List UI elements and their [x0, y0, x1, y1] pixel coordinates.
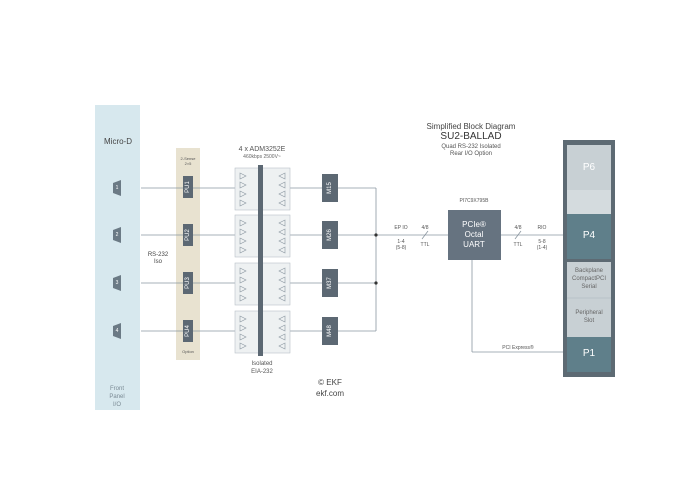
micro-d-connector-1-icon [113, 180, 121, 196]
channel-lines [141, 187, 566, 353]
port-number-2: 2 [115, 232, 119, 238]
slot-p1: P1 [582, 348, 596, 359]
bus-right-label: RIO [537, 225, 547, 231]
website: ekf.com [315, 389, 345, 398]
bus-left-level: TTL [420, 242, 430, 248]
jumper-pu4: PU4 [183, 320, 193, 342]
uart-label-2: Octal [464, 230, 484, 239]
bus-left-sub-1: 1-4 [397, 239, 405, 245]
pcie-label: PCI Express® [502, 345, 534, 351]
backplane-text-3: Serial [581, 284, 597, 290]
backplane-text-5: Slot [583, 318, 595, 324]
port-number-4: 4 [115, 328, 119, 334]
transceiver-footer-1: Isolated [251, 361, 273, 367]
uart-label-1: PCIe® [462, 220, 486, 229]
backplane-text-4: Peripheral [575, 310, 603, 316]
transceiver-header: 4 x ADM3252E [238, 146, 286, 153]
micro-d-connector-2-icon [113, 227, 121, 243]
transceiver-block-3 [234, 260, 291, 308]
title-product: SU2-BALLAD [440, 131, 502, 142]
module-m48: M48 [322, 317, 338, 345]
bus-right-level: TTL [513, 242, 523, 248]
transceiver-footer-2: EIA-232 [251, 369, 273, 375]
jumper-pu3: PU3 [183, 272, 193, 294]
bus-right-width: 4/8 [514, 225, 522, 231]
front-panel-footer-1: Front [109, 386, 125, 392]
module-m37: M37 [322, 269, 338, 297]
uart-label-3: UART [463, 240, 485, 249]
front-panel-footer-3: I/O [112, 402, 122, 408]
transceiver-subheader: 460kbps 2500V~ [243, 154, 281, 160]
title-line-4: Rear I/O Option [449, 151, 493, 157]
port-number-1: 1 [115, 185, 119, 191]
uart-box [448, 210, 501, 260]
backplane-text-1: Backplane [574, 268, 604, 274]
jumper-pu2: PU2 [183, 224, 193, 246]
micro-d-label: Micro-D [104, 137, 132, 146]
transceiver-block-2 [234, 212, 291, 260]
title-line-1: Simplified Block Diagram [426, 122, 516, 131]
backplane-panel [563, 140, 615, 377]
slot-p4: P4 [582, 230, 596, 241]
jumper-pu1: PU1 [183, 176, 193, 198]
option-header-1: 2-Sense [180, 156, 196, 161]
module-m26: M26 [322, 221, 338, 249]
option-footer: Option [182, 349, 194, 354]
backplane-text-2: CompactPCI [571, 276, 607, 282]
option-header-2: 2×5 [184, 161, 192, 166]
rs232-label: RS-232 [147, 252, 169, 258]
bus-left-sub-2: (5-8) [395, 245, 407, 251]
module-m15: M15 [322, 174, 338, 202]
front-panel-footer-2: Panel [109, 394, 125, 400]
port-number-3: 3 [115, 280, 119, 286]
bus-right-sub-1: 5-8 [538, 239, 546, 245]
uart-part-number: PI7C9X795B [459, 198, 489, 204]
junction-dots [374, 233, 378, 285]
front-panel-strip [95, 105, 140, 410]
micro-d-connector-4-icon [113, 323, 121, 339]
copyright: © EKF [318, 378, 342, 387]
transceiver-block-1 [234, 165, 291, 213]
rs232-sublabel: Iso [153, 259, 163, 265]
transceiver-block-4 [234, 308, 291, 356]
title-line-3: Quad RS-232 Isolated [441, 144, 501, 150]
micro-d-connector-3-icon [113, 275, 121, 291]
bus-right-sub-2: (1-4) [536, 245, 548, 251]
slot-p6: P6 [582, 162, 596, 173]
bus-left-label: EP IO [394, 225, 408, 231]
bus-left-width: 4/8 [421, 225, 429, 231]
